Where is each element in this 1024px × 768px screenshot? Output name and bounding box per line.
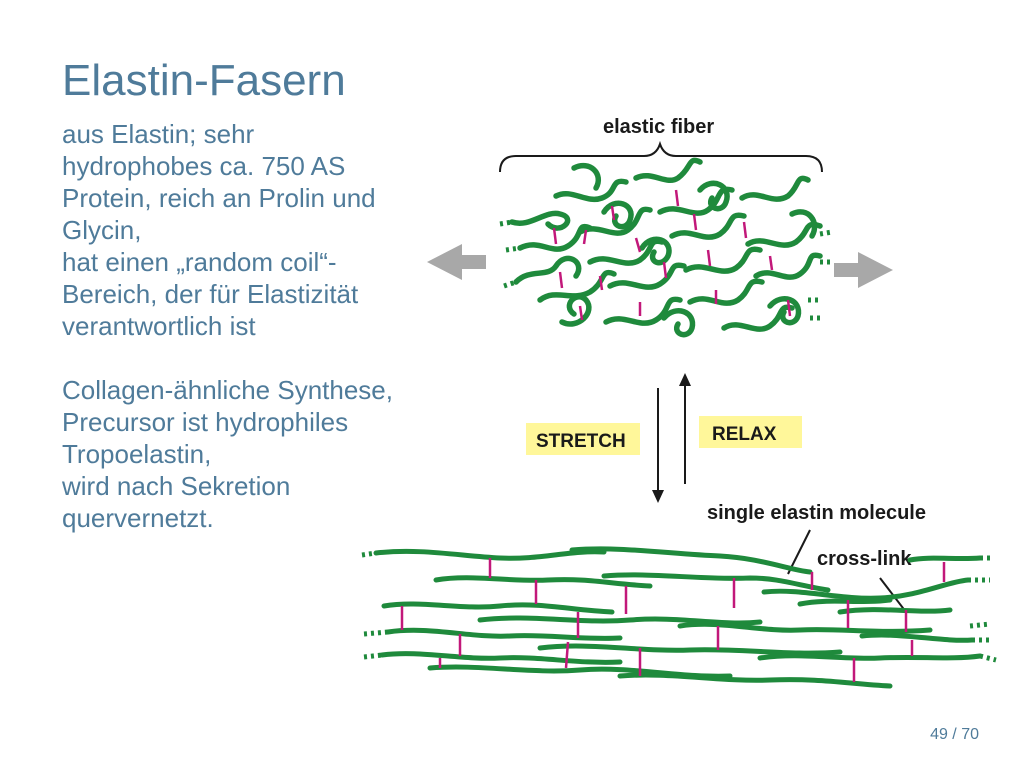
body-line: Glycin, <box>62 215 142 245</box>
cross-link-label: cross-link <box>817 548 912 570</box>
stretch-label: STRETCH <box>536 431 626 452</box>
stretched-strand-ends <box>361 550 997 663</box>
body-line: Precursor ist hydrophiles <box>62 407 349 437</box>
body-line: Bereich, der für Elastizität <box>62 279 359 309</box>
fiber-strand-ends <box>499 219 833 321</box>
stretched-crosslinks <box>400 558 946 682</box>
body-line: hat einen „random coil“- <box>62 247 337 277</box>
stretch-arrow-icon <box>652 388 664 503</box>
body-line: hydrophobes ca. 750 AS <box>62 151 346 181</box>
stretch-label-box <box>526 423 640 455</box>
body-text: aus Elastin; sehr hydrophobes ca. 750 AS… <box>62 118 522 534</box>
elastic-fiber-label: elastic fiber <box>603 116 714 138</box>
body-line: wird nach Sekretion <box>62 471 291 501</box>
relax-arrow-icon <box>679 373 691 484</box>
body-line: Protein, reich an Prolin und <box>62 183 376 213</box>
body-line: quervernetzt. <box>62 503 214 533</box>
left-arrow-icon <box>427 244 486 280</box>
body-line: aus Elastin; sehr <box>62 119 255 149</box>
fiber-bracket <box>499 140 823 173</box>
page-number: 49 / 70 <box>930 726 979 743</box>
body-line: Tropoelastin, <box>62 439 212 469</box>
fiber-crosslinks <box>552 189 792 321</box>
stretched-strands <box>373 546 983 689</box>
right-arrow-icon <box>834 252 893 288</box>
relax-label: RELAX <box>712 424 777 445</box>
body-line: Collagen-ähnliche Synthese, <box>62 375 393 405</box>
coiled-fiber <box>509 157 823 338</box>
body-line: verantwortlich ist <box>62 311 256 341</box>
single-elastin-molecule-label: single elastin molecule <box>707 502 926 524</box>
slide-title: Elastin-Fasern <box>62 56 346 105</box>
relax-label-box <box>699 416 802 448</box>
